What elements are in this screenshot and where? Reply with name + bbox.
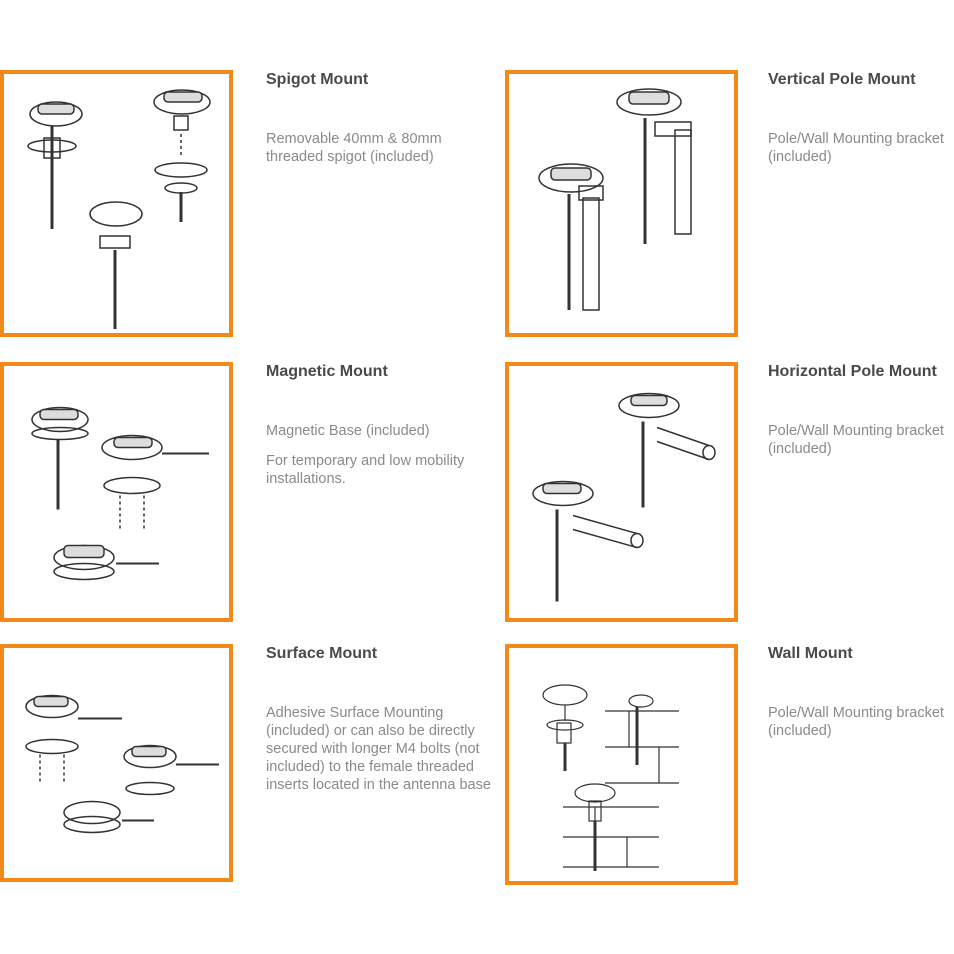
mount-title: Horizontal Pole Mount	[768, 363, 937, 380]
illustration-frame	[0, 70, 233, 337]
illustration-frame	[505, 362, 738, 622]
mount-description-paragraph: Magnetic Base (included)	[266, 423, 430, 439]
mount-title: Spigot Mount	[266, 71, 369, 88]
mount-description: Magnetic Base (included) For temporary a…	[266, 422, 496, 500]
mount-title: Magnetic Mount	[266, 363, 388, 380]
magnetic-mount-illustration	[31, 406, 209, 581]
mount-description: Pole/Wall Mounting bracket (included)	[768, 422, 954, 470]
mount-description: Pole/Wall Mounting bracket (included)	[768, 130, 954, 178]
mount-title: Surface Mount	[266, 645, 378, 662]
mount-description: Removable 40mm & 80mm threaded spigot (i…	[266, 130, 496, 178]
vertical-pole-mount-illustration	[538, 88, 692, 311]
mount-description: Pole/Wall Mounting bracket (included)	[768, 704, 954, 752]
horizontal-pole-mount-illustration	[532, 392, 716, 602]
illustration-frame	[0, 362, 233, 622]
mount-description-paragraph: Pole/Wall Mounting bracket (included)	[768, 705, 944, 739]
wall-mount-illustration	[542, 684, 679, 871]
mount-description-paragraph: Removable 40mm & 80mm threaded spigot (i…	[266, 131, 442, 165]
mount-description-paragraph: Pole/Wall Mounting bracket (included)	[768, 423, 944, 457]
mount-title: Vertical Pole Mount	[768, 71, 916, 88]
mount-description-paragraph: For temporary and low mobility installat…	[266, 453, 465, 487]
mount-description-paragraph: Adhesive Surface Mounting (included) or …	[266, 705, 491, 793]
mount-description-paragraph: Pole/Wall Mounting bracket (included)	[768, 131, 944, 165]
illustration-frame	[0, 644, 233, 882]
mount-title: Wall Mount	[768, 645, 853, 662]
spigot-mount-illustration	[27, 89, 211, 329]
surface-mount-illustration	[25, 694, 219, 834]
mount-description: Adhesive Surface Mounting (included) or …	[266, 704, 496, 806]
illustration-frame	[505, 644, 738, 885]
illustration-frame	[505, 70, 738, 337]
